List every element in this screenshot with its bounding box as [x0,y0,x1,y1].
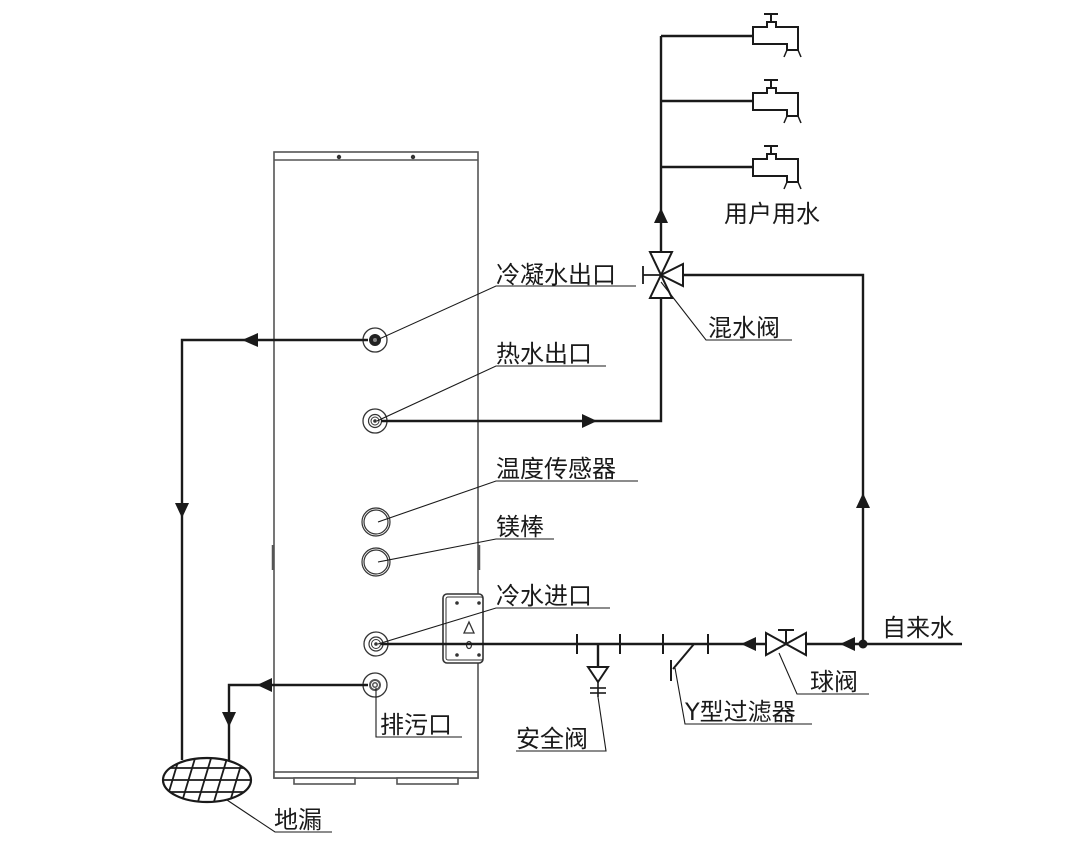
flow-arrow-left [257,678,272,692]
ball-valve-symbol [765,629,807,657]
magnesium-rod-port [361,547,391,577]
temperature-sensor-port [361,507,391,537]
y-strainer-symbol [670,643,695,681]
label-drain-outlet: 排污口 [380,711,452,739]
label-y-strainer: Y型过滤器 [684,698,796,726]
label-hot-water-outlet: 热水出口 [496,340,592,368]
condensate-outlet-port [362,327,388,353]
label-tap-water: 自来水 [882,614,954,642]
flow-arrow-right [582,414,597,428]
label-cold-water-inlet: 冷水进口 [496,582,592,610]
flow-arrow-left [242,333,258,347]
flow-arrow-up [654,208,668,223]
pipe-junction [858,639,868,649]
tank-foot [293,777,356,785]
flow-arrow-left [840,637,855,651]
warning-icon [462,620,476,634]
flow-arrow-down [175,503,189,518]
junction-box [442,593,484,664]
flow-arrow-down [222,712,236,727]
label-user-water: 用户用水 [724,200,820,228]
drain-pipe [227,683,368,760]
label-ball-valve: 球阀 [810,668,858,696]
faucet-icon [752,79,802,124]
tank-base-band [273,771,479,779]
leader-lines [226,281,869,833]
floor-drain-symbol [161,756,253,804]
label-temperature-sensor: 温度传感器 [496,455,616,483]
mixing-valve-symbol [642,251,684,299]
cold-to-mixer-pipe [683,273,865,644]
tank-top-bolt [336,154,342,160]
condensate-pipe [180,338,368,760]
flow-arrow-left [741,637,756,651]
hot-water-outlet-port [362,408,388,434]
label-magnesium-rod: 镁棒 [496,513,544,541]
tank-top-bolt [410,154,416,160]
label-condensate-outlet: 冷凝水出口 [496,261,616,289]
faucet-icon [752,145,802,190]
pipe-fittings [576,634,709,654]
flow-arrow-up [856,493,870,508]
tank-foot [396,777,459,785]
label-floor-drain: 地漏 [274,806,322,834]
label-mixing-valve: 混水阀 [708,314,780,342]
label-safety-valve: 安全阀 [516,725,588,753]
hot-water-pipe [381,298,663,423]
faucet-icon [752,13,802,58]
safety-valve-symbol [586,644,610,697]
